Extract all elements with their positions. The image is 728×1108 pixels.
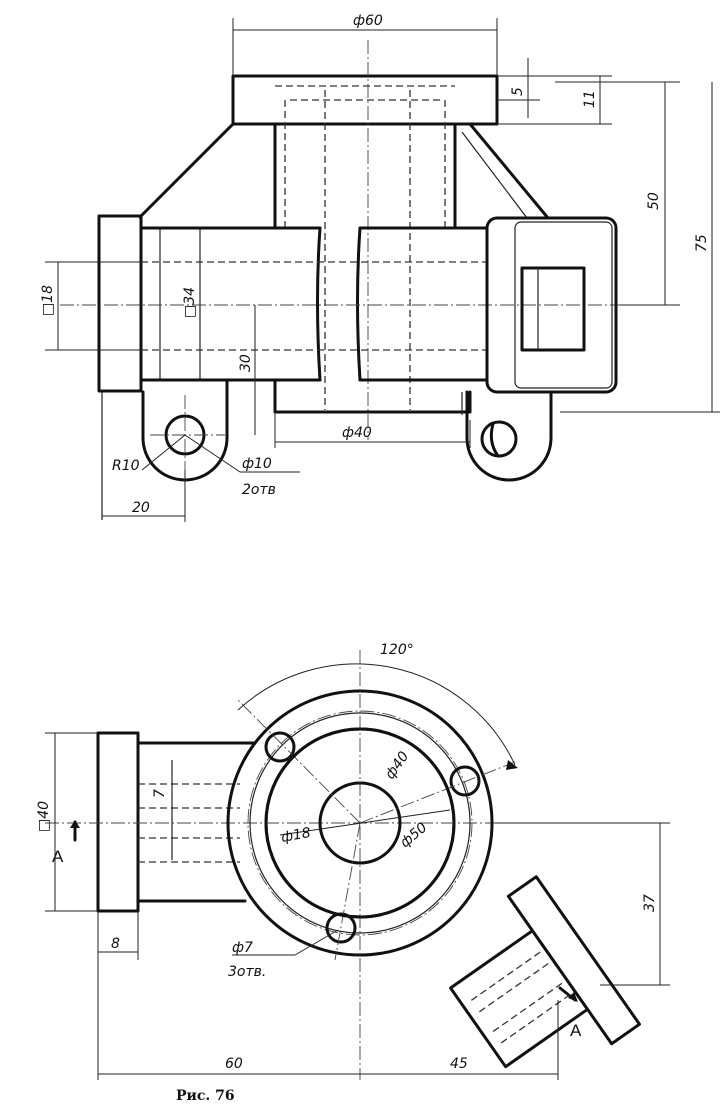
front-view-dimensions: ф60 5 11 50 75 □18 □34 30 ф40 R10 ф10 2о… — [40, 13, 720, 522]
dim-flange-square: □40 — [36, 801, 52, 832]
dim-pipe-square: □34 — [182, 287, 198, 318]
dim-height-total: 75 — [694, 234, 710, 252]
dim-branch-offset: 37 — [642, 894, 658, 912]
figure-caption: Рис. 76 — [176, 1088, 235, 1104]
plan-bolt-hole-2 — [449, 765, 481, 797]
left-flange — [97, 214, 143, 393]
plan-left-branch — [136, 741, 257, 903]
section-mark-right: А — [570, 1021, 582, 1040]
dim-right-length: 45 — [450, 1056, 468, 1072]
left-rib — [138, 122, 235, 219]
plan-right-flange — [506, 875, 641, 1046]
section-mark-left: А — [52, 847, 64, 866]
dim-lug-offset: 20 — [132, 500, 150, 516]
dim-height-upper: 50 — [646, 192, 662, 210]
dim-branch-width: 7 — [152, 789, 168, 798]
plan-bolt-circle — [247, 710, 473, 936]
bottom-boss — [273, 378, 472, 414]
dim-bolt-circle: ф40 — [382, 749, 412, 783]
plan-right-branch — [449, 875, 641, 1069]
dim-pipe-height: 30 — [238, 354, 254, 372]
pipe-body-left — [139, 226, 322, 382]
right-flange-window — [520, 266, 586, 352]
dim-flange-thickness: 11 — [582, 90, 598, 108]
top-flange — [231, 74, 499, 126]
dim-hole-diameter: ф7 — [232, 940, 253, 956]
front-view — [60, 40, 620, 520]
plan-bolt-hole-1 — [264, 731, 296, 763]
dim-flange-small: 5 — [510, 87, 526, 96]
dim-left-square: □18 — [40, 285, 56, 316]
dim-lug-hole-count: 2отв — [242, 482, 276, 498]
dim-hole-count: 3отв. — [228, 964, 266, 980]
dim-angle: 120° — [380, 642, 414, 658]
dim-flange-width: 8 — [111, 936, 120, 952]
dim-left-length: 60 — [225, 1056, 243, 1072]
plan-view: А А — [45, 650, 641, 1080]
right-lug — [465, 390, 553, 482]
dim-lug-radius: R10 — [112, 458, 140, 474]
dim-outer-diameter: ф50 — [397, 820, 430, 851]
right-rib — [468, 122, 550, 220]
dim-bore: ф18 — [280, 825, 312, 846]
dim-top-diameter: ф60 — [353, 13, 383, 29]
dim-lug-hole: ф10 — [242, 456, 272, 472]
pipe-body-right — [358, 226, 489, 382]
right-lug-hole — [480, 420, 518, 458]
dim-bottom-diameter: ф40 — [342, 425, 372, 441]
plan-left-flange — [96, 731, 140, 913]
